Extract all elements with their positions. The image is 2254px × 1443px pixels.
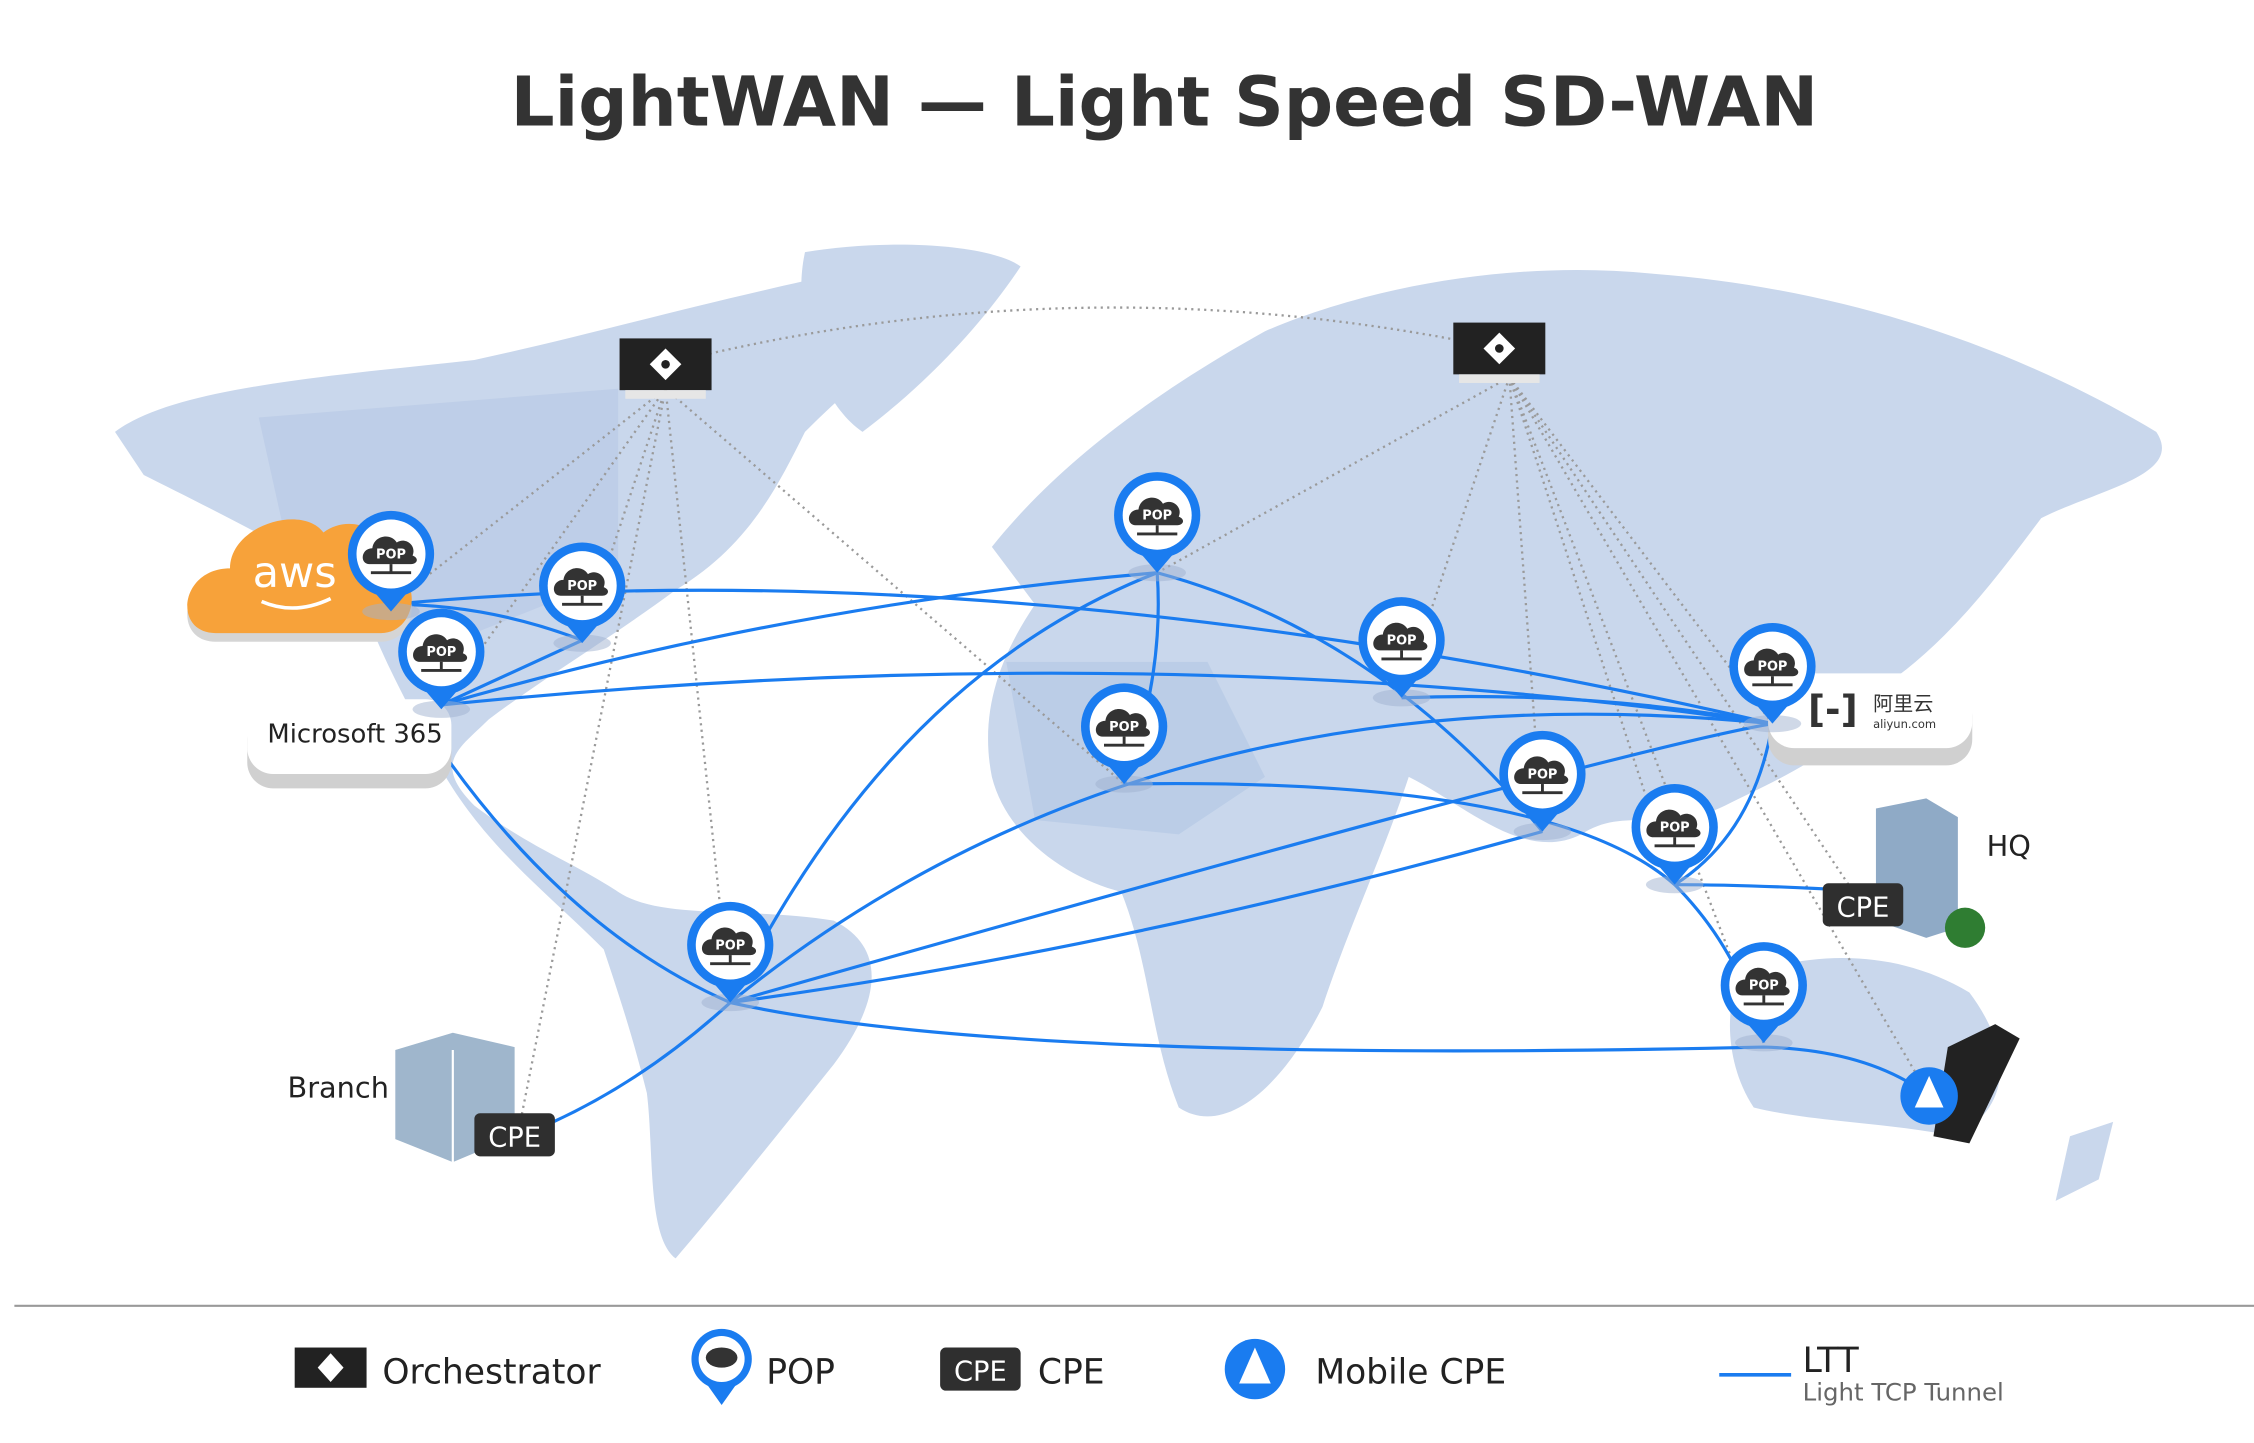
legend-mobile-cpe: Mobile CPE xyxy=(1315,1352,1506,1392)
svg-text:POP: POP xyxy=(376,547,406,562)
aliyun-logo-icon: [-] xyxy=(1808,687,1858,731)
microsoft-365-service: Microsoft 365 xyxy=(247,699,452,789)
cloud-icon xyxy=(1095,708,1150,737)
pop-marker[interactable]: POP xyxy=(1114,472,1201,582)
legend-cpe: CPE xyxy=(1038,1352,1105,1392)
microsoft-365-label: Microsoft 365 xyxy=(267,719,442,749)
legend-ltt: LTT xyxy=(1803,1341,1860,1381)
aliyun-service: [-] 阿里云 aliyun.com xyxy=(1768,673,1973,766)
cloud-icon xyxy=(701,927,757,956)
pop-marker[interactable]: POP xyxy=(1720,942,1807,1052)
svg-text:POP: POP xyxy=(1749,979,1779,994)
legend-pop: POP xyxy=(766,1352,835,1392)
svg-text:CPE: CPE xyxy=(488,1122,541,1153)
world-map xyxy=(115,244,2162,1259)
svg-text:POP: POP xyxy=(1142,509,1172,524)
branch-label: Branch xyxy=(288,1070,389,1104)
cloud-icon xyxy=(1514,756,1569,785)
aliyun-cn-label: 阿里云 xyxy=(1873,692,1933,716)
cloud-icon xyxy=(1744,648,1799,677)
pop-marker[interactable]: POP xyxy=(539,542,626,652)
legend: Orchestrator POP CPE CPE Mobile CPE LTT … xyxy=(294,1328,2004,1407)
pop-marker[interactable]: POP xyxy=(1631,784,1718,894)
hq-cpe xyxy=(1822,883,1904,927)
cloud-icon xyxy=(1373,622,1428,651)
cloud-icon xyxy=(413,634,468,662)
svg-text:POP: POP xyxy=(426,645,456,660)
pop-legend-icon xyxy=(691,1328,752,1406)
svg-text:POP: POP xyxy=(567,579,597,594)
pop-marker[interactable]: POP xyxy=(1081,683,1168,793)
svg-text:CPE: CPE xyxy=(1837,892,1890,923)
hq-label: HQ xyxy=(1987,829,2031,863)
pop-marker[interactable]: POP xyxy=(1729,623,1816,733)
branch-cpe xyxy=(474,1113,555,1157)
svg-text:POP: POP xyxy=(1660,820,1690,835)
aws-logo-text: aws xyxy=(253,548,337,598)
cloud-icon xyxy=(553,568,609,596)
orchestrator-1[interactable] xyxy=(619,338,712,399)
cpe-legend-icon xyxy=(940,1347,1021,1391)
cloud-icon xyxy=(1128,497,1184,526)
legend-ltt-sub: Light TCP Tunnel xyxy=(1803,1378,2004,1407)
hq-site: HQ CPE xyxy=(1822,798,2031,948)
pop-marker[interactable]: POP xyxy=(687,901,774,1012)
svg-text:POP: POP xyxy=(1109,720,1139,735)
svg-text:POP: POP xyxy=(715,938,745,953)
svg-text:POP: POP xyxy=(1387,634,1417,649)
pop-marker[interactable]: POP xyxy=(1499,730,1586,841)
legend-orchestrator: Orchestrator xyxy=(382,1352,601,1392)
orchestrator-2[interactable] xyxy=(1453,322,1546,383)
cloud-icon xyxy=(1735,967,1790,996)
aliyun-en-label: aliyun.com xyxy=(1873,717,1936,731)
svg-text:POP: POP xyxy=(1527,767,1557,782)
pop-marker[interactable]: POP xyxy=(347,510,435,621)
svg-text:POP: POP xyxy=(1757,659,1787,674)
cloud-icon xyxy=(362,536,417,565)
branch-site: Branch CPE xyxy=(288,1032,555,1163)
pop-marker[interactable]: POP xyxy=(1358,597,1445,707)
mobile-cpe xyxy=(1900,1024,2020,1144)
cloud-icon xyxy=(1646,809,1701,838)
pop-marker[interactable]: POP xyxy=(398,608,485,718)
svg-text:CPE: CPE xyxy=(954,1357,1007,1388)
sail-icon xyxy=(1914,1075,1944,1108)
page-title: LightWAN — Light Speed SD-WAN xyxy=(511,63,1819,143)
